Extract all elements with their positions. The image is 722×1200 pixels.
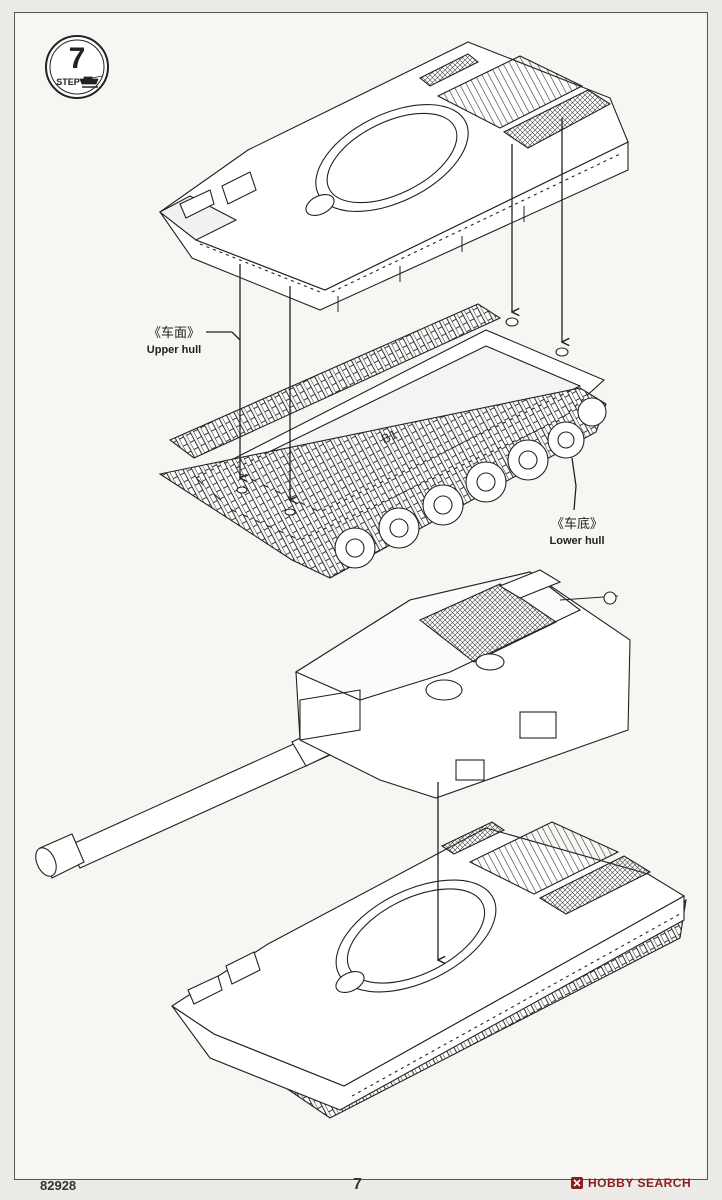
watermark-text: HOBBY SEARCH xyxy=(588,1176,692,1190)
upper-hull-drawing xyxy=(158,41,629,312)
callout-upper-hull: 《车面》 Upper hull xyxy=(138,322,210,356)
tank-icon xyxy=(79,75,103,85)
turret-drawing xyxy=(35,569,631,879)
lower-hull-en-label: Lower hull xyxy=(549,535,605,547)
step-badge: 7 STEP xyxy=(45,35,109,99)
upper-hull-en-label: Upper hull xyxy=(146,344,202,356)
part-mark-b1: B1 xyxy=(379,426,400,446)
watermark: HOBBY SEARCH xyxy=(570,1176,691,1190)
lower-hull-cn-label: 《车底》 xyxy=(550,517,603,532)
hobby-search-logo-icon xyxy=(571,1177,583,1189)
callout-lower-hull: 《车底》 Lower hull xyxy=(538,513,616,547)
upper-hull-cn-label: 《车面》 xyxy=(147,326,200,341)
step-label: STEP xyxy=(56,77,80,87)
kit-number: 82928 xyxy=(40,1178,77,1193)
page-number: 7 xyxy=(353,1176,362,1193)
step-number: 7 xyxy=(69,42,86,75)
assembled-hull-drawing xyxy=(170,821,687,1119)
assembly-arrows xyxy=(206,118,577,960)
lower-hull-drawing: B1 xyxy=(158,303,607,579)
